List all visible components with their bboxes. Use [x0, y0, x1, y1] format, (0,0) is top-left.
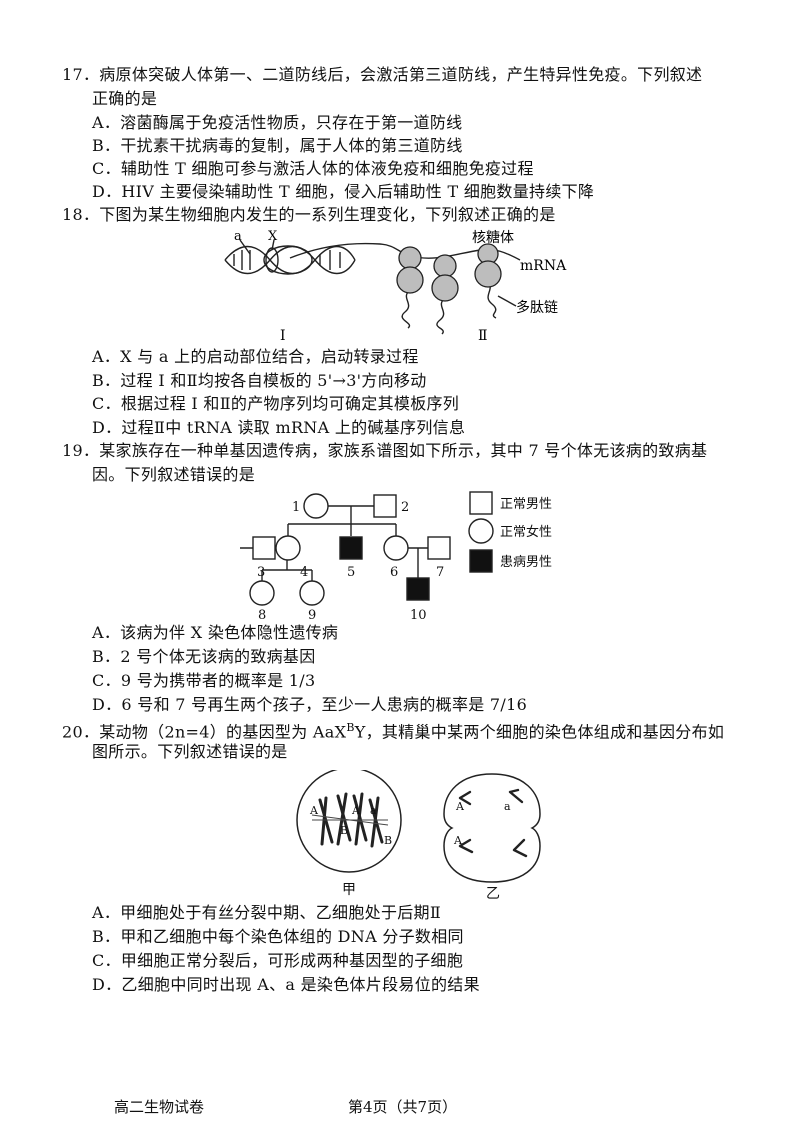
q20-option-a: A．甲细胞处于有丝分裂中期、乙细胞处于后期Ⅱ	[92, 903, 442, 922]
pedigree-number-4: 4	[300, 565, 308, 580]
q19-option-c: C．9 号为携带者的概率是 1/3	[92, 671, 316, 690]
q17-option-c: C．辅助性 T 细胞可参与激活人体的体液免疫和细胞免疫过程	[92, 159, 534, 178]
cell-jia-label: 甲	[342, 882, 356, 898]
pedigree-number-3: 3	[257, 565, 265, 580]
pedigree-chart: 1 2 3 4 5 6 7 8 9 10 正常男性 正常女性 患病男性	[240, 491, 552, 621]
q17-option-d: D．HIV 主要侵染辅助性 T 细胞，侵入后辅助性 T 细胞数量持续下降	[92, 182, 595, 201]
label-process-1: I	[280, 328, 286, 343]
pedigree-individual-2	[373, 494, 397, 518]
transcription-translation-figure: a X 核糖体 mRNA 多肽链 I Ⅱ	[224, 229, 567, 343]
cell-jia-gene-a1: A	[309, 804, 319, 817]
q18-stem: 18．下图为某生物细胞内发生的一系列生理变化，下列叙述正确的是	[62, 205, 556, 224]
footer-page-number: 第4页（共7页）	[348, 1098, 458, 1116]
q20-stem-line2: 图所示。下列叙述错误的是	[92, 742, 288, 761]
legend-normal-female-icon	[468, 518, 494, 544]
cell-jia-gene-b1: B	[340, 824, 348, 837]
pedigree-number-10: 10	[410, 608, 427, 621]
cell-division-figure: A A a B B A a A 甲 乙	[296, 770, 541, 902]
q20-stem-line1: 20．某动物（2n=4）的基因型为 AaXBY，其精巢中某两个细胞的染色体组成和…	[62, 717, 724, 743]
pedigree-individual-3	[252, 536, 276, 560]
q18-option-a: A．X 与 a 上的启动部位结合，启动转录过程	[92, 347, 419, 366]
legend-affected-male-label: 患病男性	[500, 555, 552, 570]
pedigree-individual-10	[406, 577, 430, 601]
cell-yi-gene-a1: A	[455, 800, 465, 813]
cell-yi-gene-lower-a: a	[504, 800, 511, 813]
label-a: a	[234, 229, 242, 244]
q20-stem-mid: Y，其精巢中某两个细胞的染色体组成和基因分布如	[354, 722, 725, 742]
pedigree-individual-7	[427, 536, 451, 560]
pedigree-individual-1	[303, 493, 329, 519]
q19-stem-line2: 因。下列叙述错误的是	[92, 465, 256, 484]
pedigree-number-5: 5	[347, 565, 355, 580]
pedigree-number-6: 6	[390, 565, 398, 580]
q19-option-a: A．该病为伴 X 染色体隐性遗传病	[92, 623, 339, 642]
pedigree-number-9: 9	[308, 608, 316, 621]
q19-option-d: D．6 号和 7 号再生两个孩子，至少一人患病的概率是 7/16	[92, 695, 528, 714]
cell-yi-label: 乙	[486, 886, 500, 902]
q20-option-b: B．甲和乙细胞中每个染色体组的 DNA 分子数相同	[92, 927, 464, 946]
pedigree-individual-4	[275, 535, 301, 561]
cell-jia-gene-a2: A	[351, 804, 361, 817]
label-x: X	[268, 229, 278, 244]
pedigree-individual-8	[249, 580, 275, 606]
q19-option-b: B．2 号个体无该病的致病基因	[92, 647, 316, 666]
q20-stem-sup: B	[346, 721, 355, 734]
q19-stem-line1: 19．某家族存在一种单基因遗传病，家族系谱图如下所示，其中 7 号个体无该病的致…	[62, 441, 708, 460]
q20-option-d: D．乙细胞中同时出现 A、a 是染色体片段易位的结果	[92, 975, 480, 994]
pedigree-number-1: 1	[292, 500, 300, 515]
legend-normal-male-icon	[469, 491, 493, 515]
label-mrna: mRNA	[520, 258, 567, 274]
legend-normal-female-label: 正常女性	[500, 524, 552, 540]
label-ribosome: 核糖体	[472, 230, 514, 246]
pedigree-number-8: 8	[258, 608, 266, 621]
cell-jia-gene-lower-a: a	[370, 804, 377, 817]
q20-option-c: C．甲细胞正常分裂后，可形成两种基因型的子细胞	[92, 951, 464, 970]
q17-stem-line2: 正确的是	[92, 89, 158, 108]
q18-option-d: D．过程Ⅱ中 tRNA 读取 mRNA 上的碱基序列信息	[92, 418, 466, 437]
q17-stem-line1: 17．病原体突破人体第一、二道防线后，会激活第三道防线，产生特异性免疫。下列叙述	[62, 65, 703, 84]
cell-jia-gene-b2: B	[384, 834, 392, 847]
pedigree-number-2: 2	[401, 500, 409, 515]
legend-affected-male-icon	[469, 549, 493, 573]
footer-subject: 高二生物试卷	[114, 1098, 205, 1116]
pedigree-individual-6	[383, 535, 409, 561]
q17-option-a: A．溶菌酶属于免疫活性物质，只存在于第一道防线	[92, 113, 463, 132]
pedigree-individual-9	[299, 580, 325, 606]
label-peptide: 多肽链	[516, 299, 558, 316]
q17-option-b: B．干扰素干扰病毒的复制，属于人体的第三道防线	[92, 136, 463, 155]
cell-yi-gene-a2: A	[453, 834, 463, 847]
q18-option-c: C．根据过程 I 和Ⅱ的产物序列均可确定其模板序列	[92, 394, 460, 413]
q18-option-b: B．过程 I 和Ⅱ均按各自模板的 5'→3'方向移动	[92, 371, 427, 390]
q20-stem-pre: 20．某动物（2n=4）的基因型为 AaX	[62, 722, 347, 742]
pedigree-individual-5	[339, 536, 363, 560]
pedigree-number-7: 7	[436, 565, 444, 580]
cell-yi	[443, 773, 541, 883]
label-process-2: Ⅱ	[478, 328, 488, 343]
cell-jia	[296, 770, 402, 873]
legend-normal-male-label: 正常男性	[500, 497, 552, 512]
